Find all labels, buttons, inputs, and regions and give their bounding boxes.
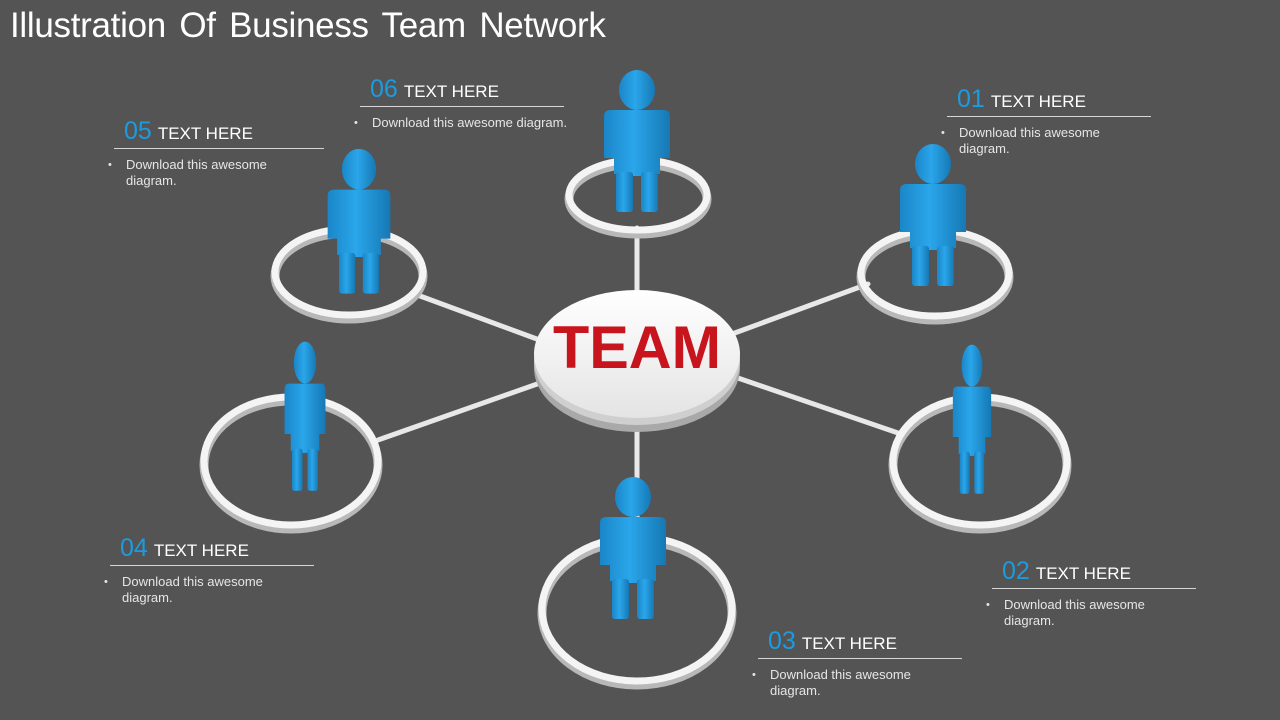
- callout-title: TEXT HERE: [990, 92, 1086, 111]
- person-icon: [900, 144, 966, 286]
- person-icon: [952, 344, 992, 494]
- callout-description: Download this awesome diagram.: [986, 597, 1179, 629]
- callout-number: 06: [370, 75, 398, 103]
- callout-description: Download this awesome diagram.: [941, 125, 1134, 157]
- callout-03: 03 TEXT HERE Download this awesome diagra…: [752, 624, 962, 699]
- callout-number: 01: [957, 85, 985, 113]
- callout-title: TEXT HERE: [153, 541, 249, 560]
- team-hub: TEAM: [534, 290, 740, 432]
- connector-line: [375, 380, 543, 443]
- connector-line: [729, 281, 871, 337]
- callout-number: 04: [120, 534, 148, 562]
- connector-line: [409, 290, 548, 345]
- callout-description: Download this awesome diagram.: [752, 667, 945, 699]
- callout-05: 05 TEXT HERE Download this awesome diagra…: [108, 114, 324, 189]
- person-icon: [600, 477, 666, 619]
- callout-title: TEXT HERE: [403, 82, 499, 101]
- callout-01: 01 TEXT HERE Download this awesome diagra…: [941, 82, 1151, 157]
- callout-number: 05: [124, 117, 152, 145]
- connector-line: [732, 374, 901, 436]
- callout-description: Download this awesome diagram.: [354, 115, 602, 131]
- person-icon: [284, 341, 326, 491]
- callout-number: 02: [1002, 557, 1030, 585]
- team-label: TEAM: [553, 314, 721, 381]
- callout-title: TEXT HERE: [157, 124, 253, 143]
- callout-title: TEXT HERE: [801, 634, 897, 653]
- callout-description: Download this awesome diagram.: [104, 574, 297, 606]
- callout-number: 03: [768, 627, 796, 655]
- callout-title: TEXT HERE: [1035, 564, 1131, 583]
- person-icon: [327, 148, 391, 294]
- slide-title: Illustration Of Business Team Network: [10, 6, 606, 45]
- callout-02: 02 TEXT HERE Download this awesome diagra…: [986, 554, 1196, 629]
- callout-04: 04 TEXT HERE Download this awesome diagra…: [104, 531, 314, 606]
- person-icon: [604, 70, 670, 212]
- callout-description: Download this awesome diagram.: [108, 157, 301, 189]
